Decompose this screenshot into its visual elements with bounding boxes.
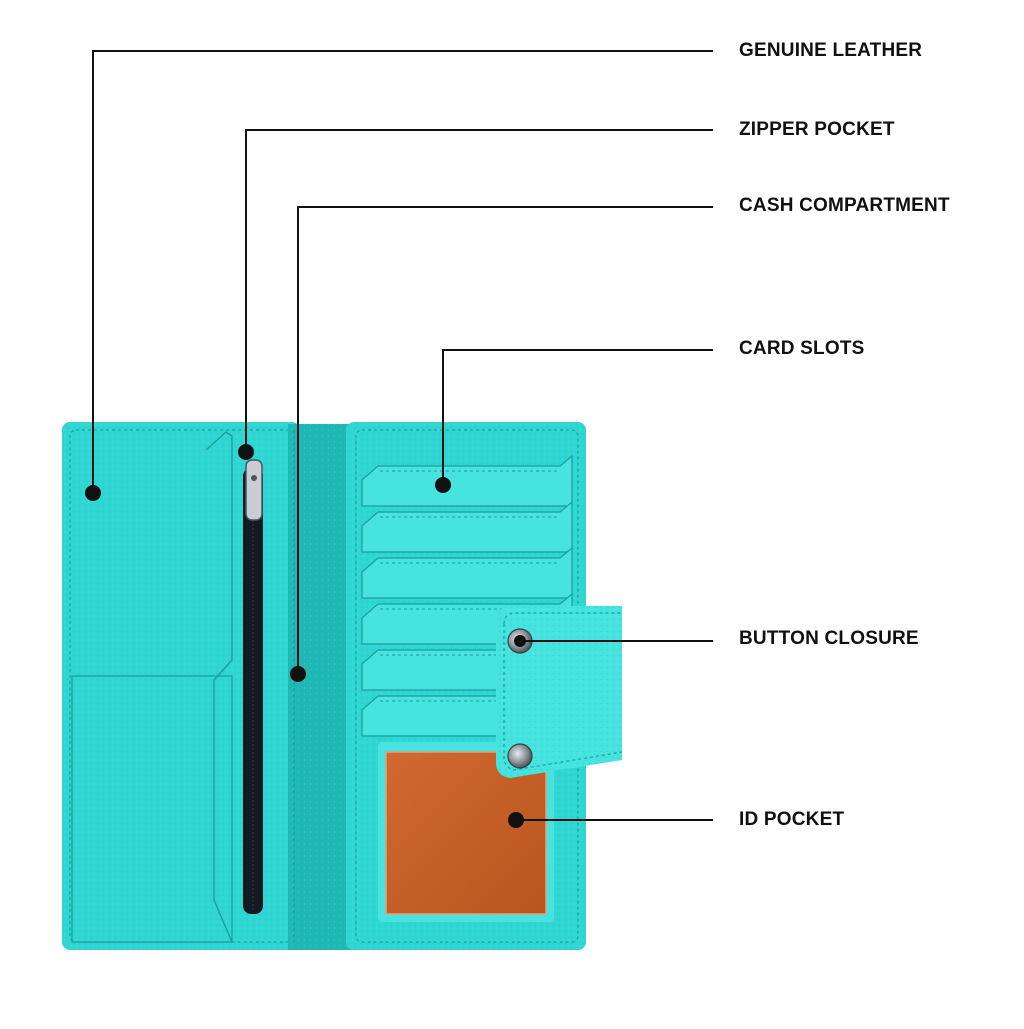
- snap-button-icon: [507, 743, 533, 769]
- leader-card-slots: [442, 349, 713, 485]
- wallet-left-panel: [62, 422, 300, 950]
- label-cash-compartment: CASH COMPARTMENT: [739, 195, 950, 216]
- label-id-pocket: ID POCKET: [739, 809, 845, 830]
- marker-id-pocket: [508, 812, 524, 828]
- marker-zipper-pocket: [238, 444, 254, 460]
- card-slot: [361, 546, 573, 599]
- label-button-closure: BUTTON CLOSURE: [739, 628, 919, 649]
- leader-zipper-pocket: [245, 129, 713, 452]
- button-closure-strap: [496, 606, 623, 778]
- id-pocket-window: [378, 742, 554, 922]
- leader-genuine-leather: [92, 50, 713, 493]
- card-slot: [361, 454, 573, 507]
- marker-genuine-leather: [85, 485, 101, 501]
- card-slot: [361, 500, 573, 553]
- callout-leader-lines: [85, 50, 713, 828]
- label-zipper-pocket: ZIPPER POCKET: [739, 119, 895, 140]
- label-card-slots: CARD SLOTS: [739, 338, 865, 359]
- marker-card-slots: [435, 477, 451, 493]
- marker-cash-compartment: [290, 666, 306, 682]
- zipper: [243, 459, 263, 914]
- marker-button-closure: [514, 635, 526, 647]
- label-genuine-leather: GENUINE LEATHER: [739, 40, 923, 61]
- leader-cash-compartment: [297, 206, 713, 674]
